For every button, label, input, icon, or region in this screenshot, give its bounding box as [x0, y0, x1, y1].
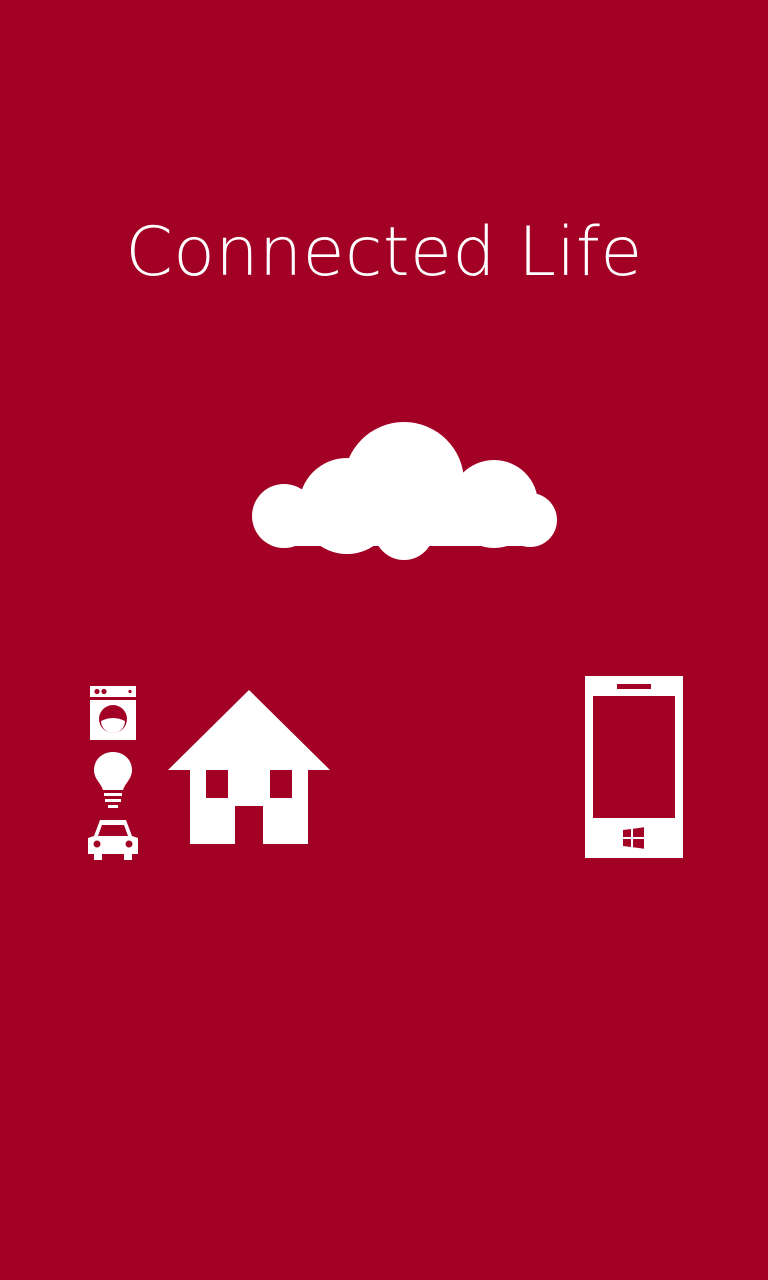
app-title: Connected Life: [125, 213, 643, 292]
house-icon: [168, 690, 330, 844]
windows-phone-icon: [585, 676, 683, 858]
car-icon: [88, 820, 138, 860]
washing-machine-icon: [90, 686, 136, 740]
lightbulb-icon: [94, 752, 132, 808]
cloud-icon: [252, 422, 557, 560]
